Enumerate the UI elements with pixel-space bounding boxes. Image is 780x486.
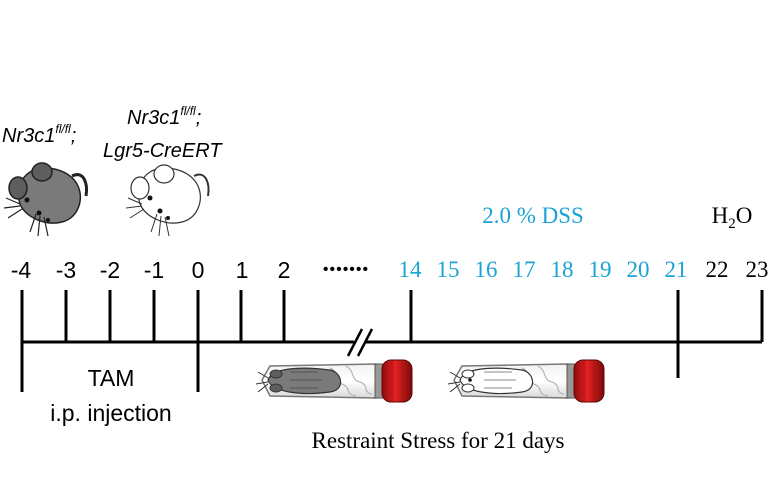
day-label: 18 <box>551 257 574 282</box>
day-label: 19 <box>589 257 612 282</box>
day-label: 2 <box>278 257 291 283</box>
timeline-axis <box>20 290 764 392</box>
dss-day-labels: 14 15 16 17 18 19 20 21 <box>399 257 688 282</box>
day-label: -1 <box>144 257 164 283</box>
day-label: 1 <box>236 257 249 283</box>
day-label: -2 <box>100 257 120 283</box>
timeline-ellipsis: ••••••• <box>323 261 369 278</box>
day-label: 22 <box>706 257 729 282</box>
day-label: 15 <box>437 257 460 282</box>
dss-label: 2.0 % DSS <box>482 203 584 228</box>
knockout-genotype-label: Nr3c1fl/fl; <box>127 104 201 129</box>
control-genotype-label: Nr3c1fl/fl; <box>2 122 76 147</box>
knockout-driver-label: Lgr5-CreERT <box>103 140 223 162</box>
gray-mouse-icon <box>3 162 88 237</box>
day-label: 17 <box>513 257 536 282</box>
day-label: 21 <box>665 257 688 282</box>
water-label: H2O <box>712 203 753 232</box>
tam-label: TAM <box>88 365 135 391</box>
day-label: 14 <box>399 257 423 282</box>
day-label: -3 <box>56 257 76 283</box>
pre-day-labels: -4 -3 -2 -1 0 1 2 <box>11 257 291 283</box>
day-label: 0 <box>192 257 205 283</box>
white-mouse-icon <box>125 164 210 237</box>
restraint-tube-icon <box>255 359 413 403</box>
day-label: 20 <box>627 257 650 282</box>
day-label: -4 <box>11 257 32 283</box>
injection-label: i.p. injection <box>50 400 171 426</box>
recovery-day-labels: 22 23 <box>706 257 769 282</box>
day-label: 23 <box>746 257 769 282</box>
restraint-label: Restraint Stress for 21 days <box>312 428 565 453</box>
day-label: 16 <box>475 257 498 282</box>
restraint-tube-icon <box>447 359 605 403</box>
